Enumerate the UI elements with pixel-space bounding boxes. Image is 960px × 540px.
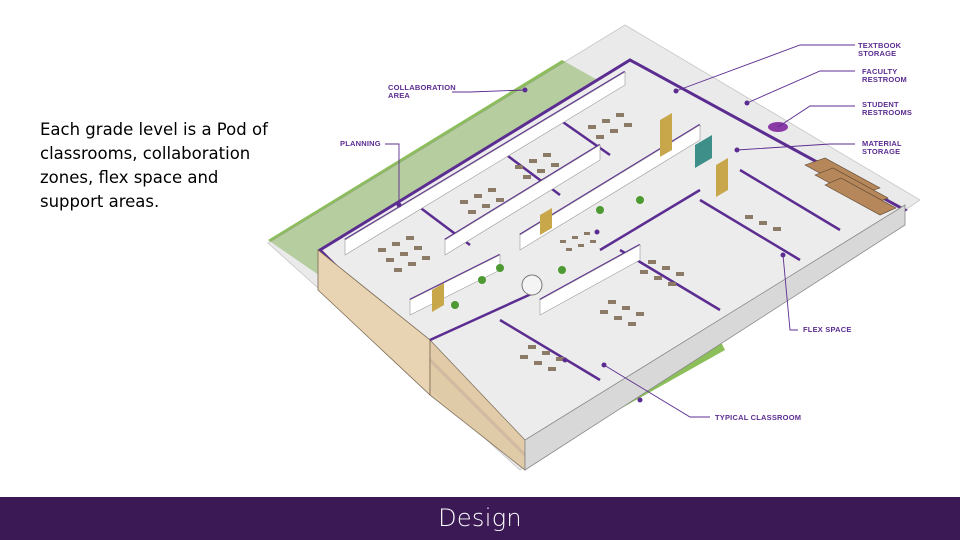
label-student-restrooms: STUDENT RESTROOMS (862, 100, 913, 117)
slide-title: Design (438, 504, 522, 532)
label-collaboration-area: COLLABORATION AREA (388, 83, 456, 100)
stairs (804, 157, 897, 216)
label-flex-space: FLEX SPACE (803, 325, 852, 334)
footer-bar: Design (0, 497, 960, 540)
round-table (521, 274, 543, 296)
furniture-desks (378, 113, 781, 371)
wall-faces (344, 71, 701, 316)
building-floor-plan-diagram (267, 24, 921, 471)
label-material-storage: MATERIAL STORAGE (862, 139, 902, 156)
label-typical-classroom: TYPICAL CLASSROOM (715, 413, 802, 422)
label-planning: PLANNING (340, 139, 381, 148)
label-textbook-storage: TEXTBOOK STORAGE (858, 41, 902, 58)
restroom-teal (695, 135, 712, 168)
label-faculty-restroom: FACULTY RESTROOM (862, 67, 907, 84)
exterior-wall-right (524, 204, 906, 471)
accent-panels (432, 113, 728, 312)
leader-lines (385, 44, 855, 418)
plants (451, 196, 644, 309)
body-text: Each grade level is a Pod of classrooms,… (40, 120, 268, 211)
